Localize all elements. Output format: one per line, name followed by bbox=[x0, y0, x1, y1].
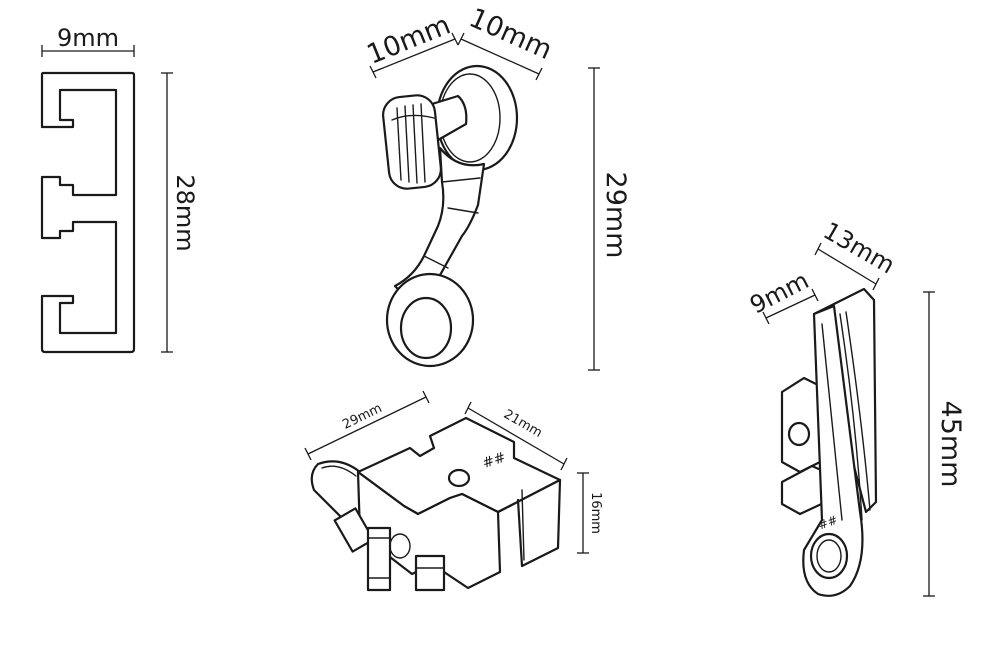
hook-width-left-label: 10mm bbox=[363, 9, 455, 70]
svg-text:##: ## bbox=[481, 450, 508, 472]
stop-depth-label: 21mm bbox=[501, 407, 545, 441]
arm-height-label: 45mm bbox=[935, 401, 966, 488]
overlap-arm: 9mm 13mm 45mm ## bbox=[745, 217, 966, 597]
end-stop: 29mm 21mm 16mm ## bbox=[304, 390, 603, 592]
hook-glider: 10mm 10mm 29mm bbox=[363, 2, 631, 371]
track-height-label: 28mm bbox=[171, 174, 199, 251]
hook-height-label: 29mm bbox=[600, 172, 631, 259]
track-profile-outline bbox=[40, 71, 136, 354]
track-width-label: 9mm bbox=[57, 24, 119, 52]
hook-width-right-label: 10mm bbox=[464, 2, 556, 66]
arm-depth-label: 13mm bbox=[819, 217, 900, 280]
track-profile: 9mm 28mm bbox=[40, 24, 199, 354]
svg-text:##: ## bbox=[816, 513, 840, 533]
stop-height-label: 16mm bbox=[588, 492, 603, 534]
